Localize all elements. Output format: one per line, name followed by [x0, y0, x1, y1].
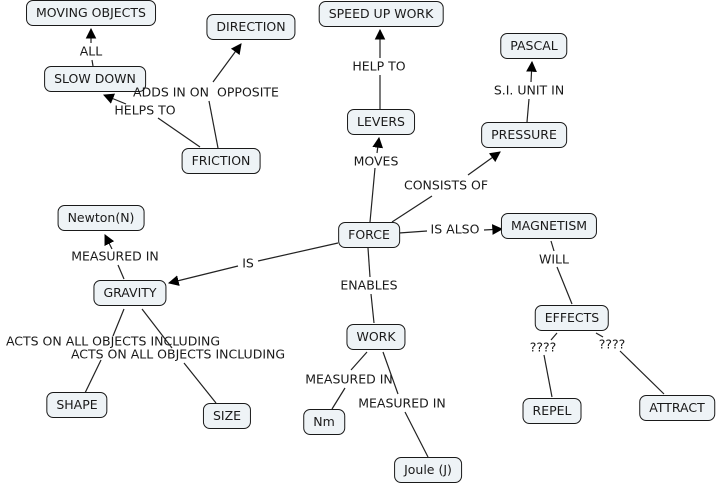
link-opposite[interactable]: OPPOSITE	[217, 84, 279, 100]
edge-effects-q2	[595, 332, 604, 338]
edge-friction-helpsto	[157, 117, 201, 148]
concept-levers[interactable]: LEVERS	[347, 109, 415, 135]
concept-joule[interactable]: Joule (J)	[394, 457, 462, 483]
edge-work-measured2	[382, 351, 399, 395]
link-all[interactable]: ALL	[79, 43, 103, 59]
link-is-also[interactable]: IS ALSO	[430, 221, 480, 237]
edge-helpsto-slowdown	[103, 93, 127, 105]
link-acts-on-shape[interactable]: ACTS ON ALL OBJECTS INCLUDING	[5, 333, 221, 349]
concept-repel[interactable]: REPEL	[522, 398, 582, 424]
concept-direction[interactable]: DIRECTION	[206, 14, 296, 40]
concept-pascal[interactable]: PASCAL	[500, 33, 568, 59]
edge-effects-q1	[550, 332, 558, 341]
edge-force-consists	[391, 195, 433, 223]
edge-enables-work	[370, 293, 375, 324]
edge-acts1-shape	[84, 359, 102, 394]
edge-q2-attract	[619, 350, 665, 395]
edge-will-effects	[556, 266, 573, 305]
edge-gravity-measured	[117, 264, 125, 280]
link-is[interactable]: IS	[242, 255, 254, 271]
concept-size[interactable]: SIZE	[202, 403, 252, 429]
edge-consists-pressure	[467, 151, 501, 176]
concept-moving-objects[interactable]: MOVING OBJECTS	[26, 0, 156, 26]
concept-shape[interactable]: SHAPE	[46, 392, 108, 418]
concept-slow-down[interactable]: SLOW DOWN	[44, 66, 146, 92]
edge-measured1-nm	[331, 387, 346, 410]
link-help-to[interactable]: HELP TO	[352, 58, 406, 74]
concept-attract[interactable]: ATTRACT	[639, 395, 715, 421]
edge-pressure-si	[526, 98, 530, 123]
concept-gravity[interactable]: GRAVITY	[93, 280, 167, 306]
edge-q1-repel	[543, 354, 553, 398]
edge-measured-newton	[104, 234, 115, 250]
link-will[interactable]: WILL	[539, 251, 569, 267]
concept-friction[interactable]: FRICTION	[181, 148, 261, 174]
link-q-repel[interactable]: ????	[529, 339, 557, 355]
concept-work[interactable]: WORK	[346, 324, 406, 350]
edge-friction-opposite	[208, 100, 219, 149]
link-moves[interactable]: MOVES	[353, 153, 399, 169]
edge-magnetism-will	[550, 240, 555, 252]
edge-isalso-magnetism	[483, 224, 504, 235]
link-measured-in-joule[interactable]: MEASURED IN	[358, 395, 446, 411]
edge-acts2-size	[183, 362, 217, 404]
edge-opposite-direction	[212, 43, 242, 83]
link-adds-in-on[interactable]: ADDS IN ON	[133, 84, 209, 100]
concept-nm[interactable]: Nm	[303, 409, 345, 435]
concept-magnetism[interactable]: MAGNETISM	[500, 213, 598, 239]
concept-force[interactable]: FORCE	[338, 222, 400, 248]
edge-gravity-acts2	[141, 308, 173, 349]
link-si-unit-in[interactable]: S.I. UNIT IN	[493, 82, 565, 98]
link-enables[interactable]: ENABLES	[340, 277, 398, 293]
edge-moves-levers	[372, 136, 384, 154]
link-measured-in-nm[interactable]: MEASURED IN	[305, 371, 393, 387]
concept-newton[interactable]: Newton(N)	[57, 205, 145, 231]
edge-si-pascal	[526, 60, 537, 83]
link-helps-to[interactable]: HELPS TO	[114, 102, 176, 118]
concept-effects[interactable]: EFFECTS	[534, 305, 610, 331]
edge-force-isalso	[398, 230, 428, 234]
edge-is-gravity	[167, 265, 239, 286]
edge-force-enables	[367, 247, 371, 278]
edge-gravity-acts1	[112, 308, 125, 337]
edge-measured2-joule	[404, 411, 429, 458]
edge-force-is	[257, 242, 339, 262]
link-measured-in-newton[interactable]: MEASURED IN	[71, 248, 159, 264]
edge-force-moves	[369, 167, 376, 223]
link-consists-of[interactable]: CONSISTS OF	[403, 177, 489, 193]
edge-slowdown-all	[91, 59, 94, 67]
link-q-attract[interactable]: ????	[598, 336, 626, 352]
concept-speed-up-work[interactable]: SPEED UP WORK	[318, 1, 444, 27]
link-acts-on-size[interactable]: ACTS ON ALL OBJECTS INCLUDING	[70, 346, 286, 362]
edge-work-measured1	[350, 351, 368, 371]
concept-pressure[interactable]: PRESSURE	[481, 122, 567, 148]
